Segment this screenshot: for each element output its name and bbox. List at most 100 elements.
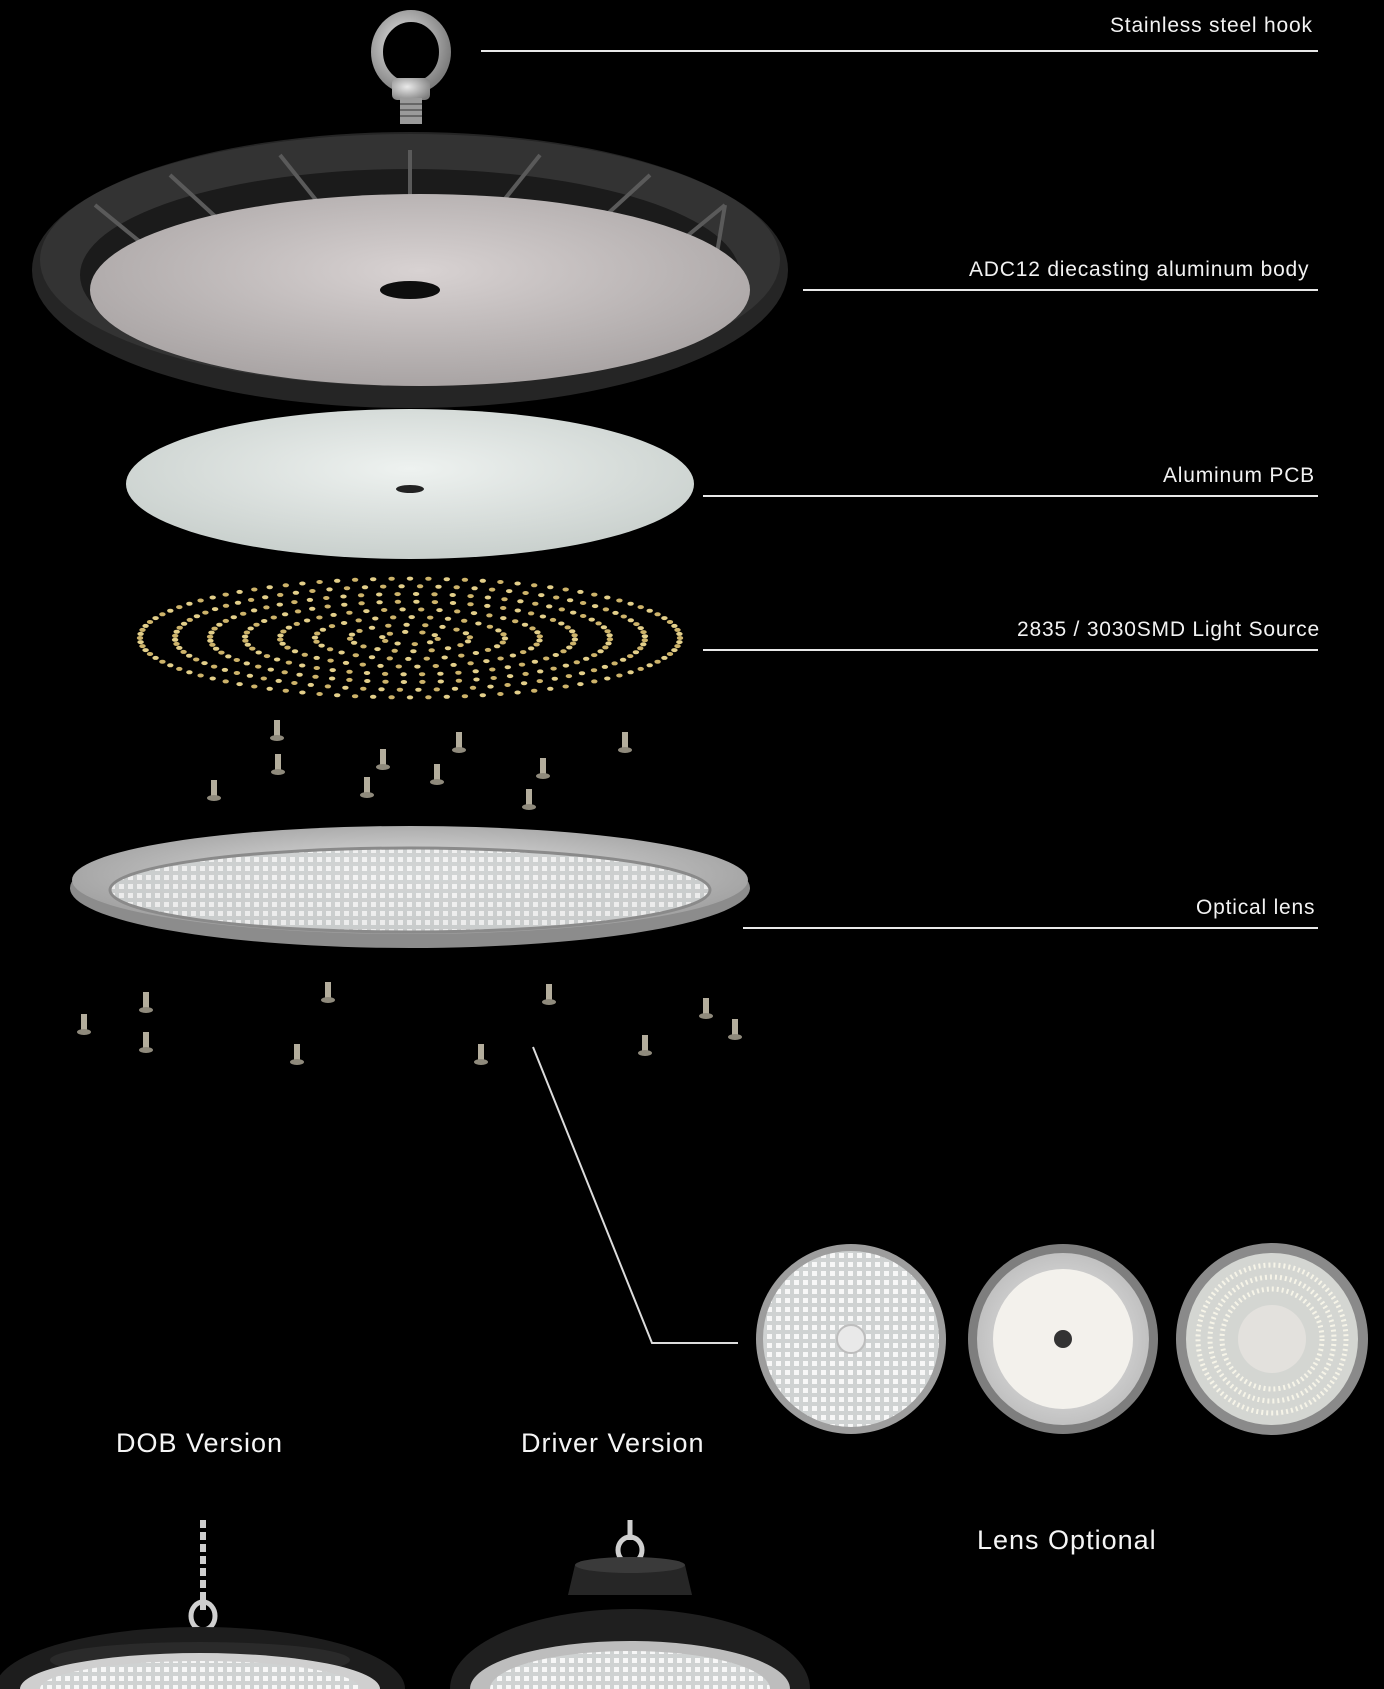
led-chip bbox=[186, 670, 193, 675]
led-chip bbox=[324, 684, 332, 689]
led-chip bbox=[378, 687, 385, 692]
screw bbox=[618, 732, 632, 753]
led-chip bbox=[637, 666, 644, 671]
led-chip bbox=[497, 656, 504, 661]
led-chip bbox=[467, 594, 474, 599]
led-chip bbox=[501, 597, 508, 602]
led-chip bbox=[167, 663, 174, 668]
led-chip bbox=[604, 629, 611, 634]
led-chip bbox=[342, 660, 350, 665]
led-chip bbox=[479, 693, 486, 698]
led-chip bbox=[433, 687, 440, 692]
led-chip bbox=[590, 668, 598, 673]
led-chip bbox=[493, 644, 501, 649]
led-chip bbox=[414, 664, 421, 669]
led-chip bbox=[640, 642, 647, 647]
led-chip bbox=[661, 655, 668, 660]
led-chip bbox=[340, 621, 348, 625]
led-chip bbox=[444, 646, 452, 651]
led-chip bbox=[520, 681, 528, 686]
led-chip bbox=[457, 643, 464, 648]
led-chip bbox=[432, 664, 439, 668]
led-chip bbox=[486, 613, 493, 618]
led-chip bbox=[395, 664, 402, 669]
led-chip bbox=[316, 615, 323, 620]
led-chip bbox=[605, 641, 612, 646]
led-chip bbox=[606, 633, 613, 638]
led-chip bbox=[212, 646, 220, 651]
led-chip bbox=[506, 674, 514, 679]
screw bbox=[638, 1035, 652, 1056]
screw bbox=[139, 1032, 153, 1053]
led-chip bbox=[368, 655, 376, 660]
led-chip bbox=[472, 669, 479, 674]
led-chip bbox=[654, 659, 661, 664]
led-chip bbox=[374, 647, 381, 652]
led-chip bbox=[247, 626, 254, 631]
led-chip bbox=[277, 592, 284, 597]
led-chip bbox=[352, 653, 359, 658]
led-chip bbox=[453, 627, 460, 632]
led-chip bbox=[504, 665, 511, 670]
led-chip bbox=[318, 643, 325, 648]
pcb-label: Aluminum PCB bbox=[1163, 464, 1315, 487]
led-chip bbox=[394, 599, 402, 604]
led-chip bbox=[469, 685, 477, 690]
lens-option-3 bbox=[1176, 1243, 1368, 1435]
led-chip bbox=[309, 606, 316, 611]
screw bbox=[271, 754, 285, 775]
led-chip bbox=[602, 607, 610, 612]
led-chip bbox=[209, 676, 216, 681]
led-chip bbox=[327, 658, 334, 663]
led-chip bbox=[346, 669, 353, 674]
led-chip bbox=[280, 629, 287, 634]
led-chip bbox=[341, 602, 348, 607]
screw bbox=[536, 758, 550, 779]
led-chip bbox=[233, 671, 241, 675]
led-chip bbox=[207, 638, 214, 643]
led-chip bbox=[279, 641, 286, 646]
led-chip bbox=[569, 641, 577, 646]
body-label: ADC12 diecasting aluminum body bbox=[969, 258, 1310, 281]
led-chip bbox=[597, 649, 604, 654]
led-chip bbox=[260, 676, 267, 681]
led-chip bbox=[591, 592, 598, 597]
led-chip bbox=[579, 601, 587, 605]
led-chip bbox=[242, 638, 249, 643]
led-chip bbox=[323, 596, 330, 600]
led-chip bbox=[211, 607, 219, 612]
led-chip bbox=[316, 692, 323, 696]
led-chip bbox=[253, 622, 260, 627]
led-chip bbox=[425, 695, 432, 700]
led-chip bbox=[301, 652, 308, 657]
led-chip bbox=[270, 615, 277, 620]
led-chip bbox=[334, 693, 341, 698]
screw bbox=[699, 998, 713, 1019]
led-chip bbox=[386, 656, 393, 661]
led-chip bbox=[236, 682, 243, 687]
led-chip bbox=[221, 667, 229, 672]
led-chip bbox=[518, 662, 526, 667]
led-chip bbox=[357, 593, 365, 598]
led-chip bbox=[294, 609, 302, 614]
led-chip bbox=[461, 577, 469, 582]
led-chip bbox=[292, 590, 300, 595]
led-chip bbox=[230, 615, 237, 620]
led-chip bbox=[146, 652, 154, 656]
led-chip bbox=[471, 586, 478, 591]
led-chip bbox=[671, 623, 678, 628]
led-chip bbox=[211, 626, 218, 631]
led-chip bbox=[284, 645, 291, 650]
led-chip bbox=[560, 649, 567, 654]
led-chip bbox=[566, 598, 574, 603]
led-chip bbox=[291, 600, 298, 605]
led-chip bbox=[646, 663, 653, 668]
led-chip bbox=[506, 589, 513, 594]
led-chip bbox=[313, 666, 320, 670]
led-chip bbox=[363, 609, 370, 614]
led-chip bbox=[436, 608, 443, 613]
led-chip bbox=[240, 611, 247, 616]
led-chip bbox=[276, 602, 283, 607]
led-chip bbox=[136, 636, 144, 640]
led-chip bbox=[522, 591, 529, 595]
